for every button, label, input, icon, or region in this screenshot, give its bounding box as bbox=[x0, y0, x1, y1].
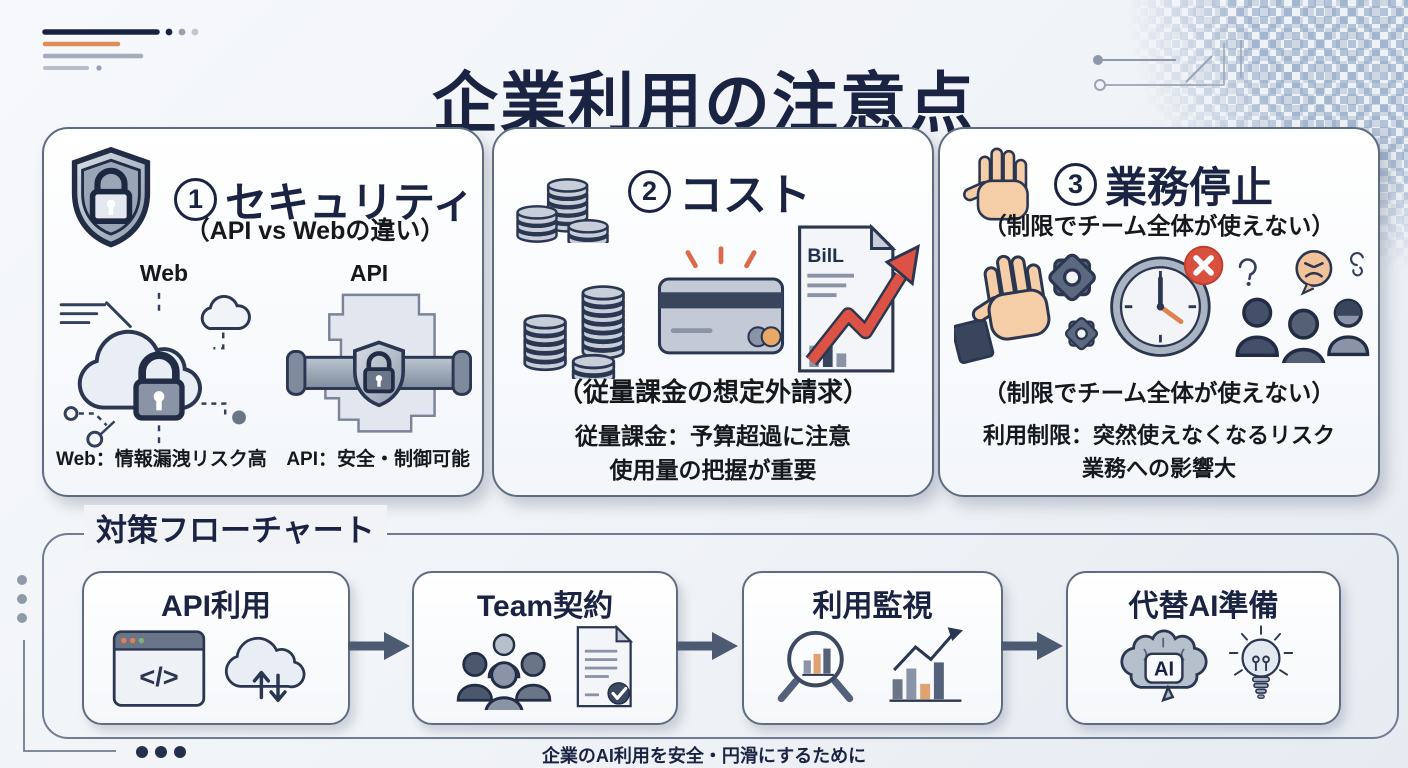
flow-step-label: 利用監視 bbox=[812, 590, 933, 623]
card3-note1: 利用制限：突然使えなくなるリスク bbox=[982, 423, 1335, 448]
card1-number-badge: 1 bbox=[174, 177, 217, 221]
web-cloud-lock-icon bbox=[59, 292, 251, 448]
card2-number-badge: 2 bbox=[628, 169, 671, 213]
card2-title: コスト bbox=[679, 171, 811, 220]
flow-arrow-icon bbox=[1001, 632, 1063, 660]
card3-subtitle: （制限でチーム全体が使えない） bbox=[983, 213, 1335, 239]
clock-blocked-icon bbox=[1110, 245, 1224, 357]
card-security: 1 セキュリティ （API vs Webの違い） Web API bbox=[42, 127, 484, 497]
flowchart-frame bbox=[42, 533, 1399, 739]
card-outage: 3 業務停止 （制限でチーム全体が使えない） bbox=[938, 127, 1380, 497]
lightbulb-icon bbox=[1228, 625, 1293, 699]
api-pipe-shield-icon bbox=[286, 293, 472, 433]
flow-step-label: Team契約 bbox=[476, 590, 614, 623]
gear-icon bbox=[1063, 315, 1100, 352]
flow-step-team: Team契約 bbox=[412, 571, 678, 725]
api-column-label: API bbox=[349, 260, 389, 286]
cloud-sync-icon bbox=[224, 636, 306, 703]
circuit-lines-decoration bbox=[1093, 40, 1242, 91]
coin-stacks-icon bbox=[523, 285, 625, 379]
trend-bars-icon bbox=[889, 627, 963, 702]
flow-step-label: API利用 bbox=[160, 590, 271, 623]
card2-note1: 従量課金：予算超過に注意 bbox=[575, 423, 851, 449]
bill-rising-arrow-icon: BilL bbox=[798, 223, 920, 373]
card3-number-badge: 3 bbox=[1054, 162, 1097, 206]
corner-line-decoration bbox=[17, 575, 186, 758]
flow-step-monitor: 利用監視 bbox=[742, 571, 1003, 725]
bill-label: BilL bbox=[807, 245, 844, 267]
flowchart-label: 対策フローチャート bbox=[84, 505, 387, 550]
gear-icon bbox=[1046, 251, 1099, 304]
contract-check-icon bbox=[576, 624, 634, 708]
card1-title: セキュリティ bbox=[225, 178, 475, 226]
shield-lock-icon bbox=[60, 141, 162, 257]
frustrated-team-icon bbox=[1235, 250, 1370, 363]
ai-brain-icon: AI bbox=[1119, 629, 1208, 703]
code-glyph: </> bbox=[139, 661, 178, 692]
api-caption: API：安全・制御可能 bbox=[286, 449, 470, 470]
card-cost: 2 コスト BilL bbox=[492, 127, 934, 497]
coins-icon bbox=[516, 178, 609, 243]
team-group-icon bbox=[456, 633, 552, 710]
card2-subtitle: （従量課金の想定外請求） bbox=[556, 377, 869, 407]
card3-caption: （制限でチーム全体が使えない） bbox=[983, 380, 1335, 406]
card3-title: 業務停止 bbox=[1105, 163, 1274, 211]
flow-arrow-icon bbox=[348, 632, 410, 660]
hand-gears-icon bbox=[954, 249, 1100, 365]
card1-subtitle: （API vs Webの違い） bbox=[184, 217, 446, 245]
browser-code-icon: </> bbox=[112, 630, 206, 707]
error-badge-icon bbox=[1183, 245, 1224, 286]
flow-step-backup-ai: 代替AI準備 AI bbox=[1066, 571, 1341, 725]
card2-note2: 使用量の把握が重要 bbox=[609, 457, 817, 483]
accent-lines-decoration bbox=[42, 28, 199, 71]
flow-step-api: API利用 </> bbox=[82, 571, 350, 725]
flow-step-label: 代替AI準備 bbox=[1128, 590, 1279, 623]
ai-label: AI bbox=[1154, 658, 1174, 680]
angry-face-bubble-icon bbox=[1295, 250, 1333, 296]
footer-tagline: 企業のAI利用を安全・円滑にするために bbox=[541, 746, 867, 766]
web-column-label: Web bbox=[139, 260, 189, 286]
flow-arrow-icon bbox=[676, 632, 738, 660]
credit-card-icon bbox=[657, 246, 785, 355]
web-caption: Web：情報漏洩リスク高 bbox=[56, 449, 267, 470]
magnifier-chart-icon bbox=[777, 630, 853, 703]
card3-note2: 業務への影響大 bbox=[1081, 456, 1236, 481]
